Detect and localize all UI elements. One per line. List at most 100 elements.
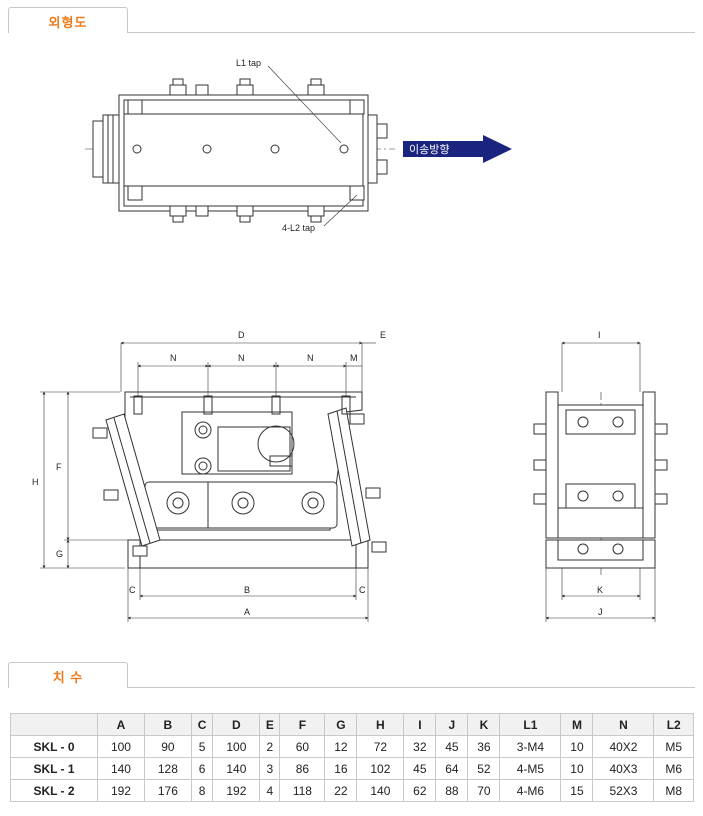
dim-H-label: H (32, 477, 39, 487)
table-cell: 88 (435, 779, 469, 802)
col-header: N (592, 713, 655, 736)
table-cell: 40X2 (592, 735, 655, 758)
table-cell: 8 (190, 779, 214, 802)
col-header: A (97, 713, 145, 736)
table-cell: 60 (279, 735, 326, 758)
row-model: SKL - 0 (10, 735, 98, 758)
dim-G-label: G (56, 549, 63, 559)
dim-B-label: B (244, 585, 250, 595)
dim-N2-label: N (238, 353, 245, 363)
table-cell: 15 (560, 779, 594, 802)
outline-section-header: 외형도 (8, 7, 695, 33)
dim-N3-label: N (307, 353, 314, 363)
row-model: SKL - 1 (10, 757, 98, 780)
l1-tap-label: L1 tap (236, 58, 261, 68)
table-cell: 62 (403, 779, 437, 802)
col-header: J (435, 713, 469, 736)
dim-E-label: E (380, 330, 386, 340)
feed-direction-arrow: 이송방향 (403, 135, 512, 163)
table-cell: 128 (143, 757, 192, 780)
table-cell: 140 (97, 757, 145, 780)
table-cell: 140 (356, 779, 405, 802)
dim-M-label: M (350, 353, 358, 363)
table-cell: 45 (403, 757, 437, 780)
table-cell: 4-M5 (499, 757, 562, 780)
side-dimensions (545, 341, 656, 622)
table-cell: 100 (97, 735, 145, 758)
col-header: H (356, 713, 405, 736)
table-cell: M8 (653, 779, 694, 802)
table-cell: 40X3 (592, 757, 655, 780)
top-view (85, 65, 395, 227)
table-cell: 4-M6 (499, 779, 562, 802)
table-cell: 102 (356, 757, 405, 780)
dim-C-right-label: C (359, 585, 366, 595)
table-cell: 192 (97, 779, 145, 802)
table-row: SKL - 0 100 90 5 100 2 60 12 72 32 45 36… (10, 735, 694, 758)
table-cell: 100 (212, 735, 261, 758)
technical-drawing: L1 tap 4-L2 tap 이송방향 (0, 40, 703, 640)
dimensions-tab-label: 치 수 (52, 670, 84, 685)
front-dimensions (40, 341, 376, 622)
dim-A-label: A (244, 607, 250, 617)
table-cell: M6 (653, 757, 694, 780)
table-cell: 2 (259, 735, 281, 758)
table-cell: 52X3 (592, 779, 655, 802)
l2-tap-label: 4-L2 tap (282, 223, 315, 233)
dim-J-label: J (598, 607, 603, 617)
table-cell: 118 (279, 779, 326, 802)
dim-I-label: I (598, 330, 601, 340)
col-header: K (467, 713, 501, 736)
outline-tab-label: 외형도 (48, 15, 88, 30)
row-model: SKL - 2 (10, 779, 98, 802)
dim-K-label: K (597, 585, 603, 595)
dimensions-table: A B C D E F G H I J K L1 M N L2 SKL - 0 … (10, 713, 694, 802)
table-cell: 176 (143, 779, 192, 802)
table-cell: M5 (653, 735, 694, 758)
table-cell: 45 (435, 735, 469, 758)
table-cell: 86 (279, 757, 326, 780)
col-header: G (324, 713, 358, 736)
table-cell: 36 (467, 735, 501, 758)
table-cell: 70 (467, 779, 501, 802)
table-cell: 4 (259, 779, 281, 802)
table-cell: 6 (190, 757, 214, 780)
table-header-row: A B C D E F G H I J K L1 M N L2 (10, 713, 694, 736)
front-view (92, 391, 387, 569)
col-header: E (259, 713, 281, 736)
table-cell: 64 (435, 757, 469, 780)
col-header: I (403, 713, 437, 736)
col-header: B (143, 713, 192, 736)
table-row: SKL - 1 140 128 6 140 3 86 16 102 45 64 … (10, 757, 694, 780)
col-header: M (560, 713, 594, 736)
feed-direction-label: 이송방향 (409, 143, 449, 156)
dim-D-label: D (238, 330, 245, 340)
table-cell: 10 (560, 757, 594, 780)
table-cell: 10 (560, 735, 594, 758)
dim-C-left-label: C (129, 585, 136, 595)
col-header: C (190, 713, 214, 736)
table-cell: 16 (324, 757, 358, 780)
col-header: F (279, 713, 326, 736)
table-cell: 3 (259, 757, 281, 780)
table-cell: 32 (403, 735, 437, 758)
dimensions-tab[interactable]: 치 수 (8, 662, 128, 688)
dim-F-label: F (56, 462, 62, 472)
section-divider (8, 687, 695, 688)
table-cell: 3-M4 (499, 735, 562, 758)
table-cell: 72 (356, 735, 405, 758)
table-cell: 5 (190, 735, 214, 758)
table-cell: 12 (324, 735, 358, 758)
outline-tab[interactable]: 외형도 (8, 7, 128, 33)
table-cell: 192 (212, 779, 261, 802)
table-cell: 140 (212, 757, 261, 780)
table-cell: 22 (324, 779, 358, 802)
table-row: SKL - 2 192 176 8 192 4 118 22 140 62 88… (10, 779, 694, 802)
col-header: L1 (499, 713, 562, 736)
drawing-canvas: L1 tap 4-L2 tap 이송방향 (32, 58, 668, 622)
col-header: L2 (653, 713, 694, 736)
dimensions-section-header: 치 수 (8, 662, 695, 688)
side-view (533, 391, 668, 575)
dim-N1-label: N (170, 353, 177, 363)
col-header (10, 713, 98, 736)
